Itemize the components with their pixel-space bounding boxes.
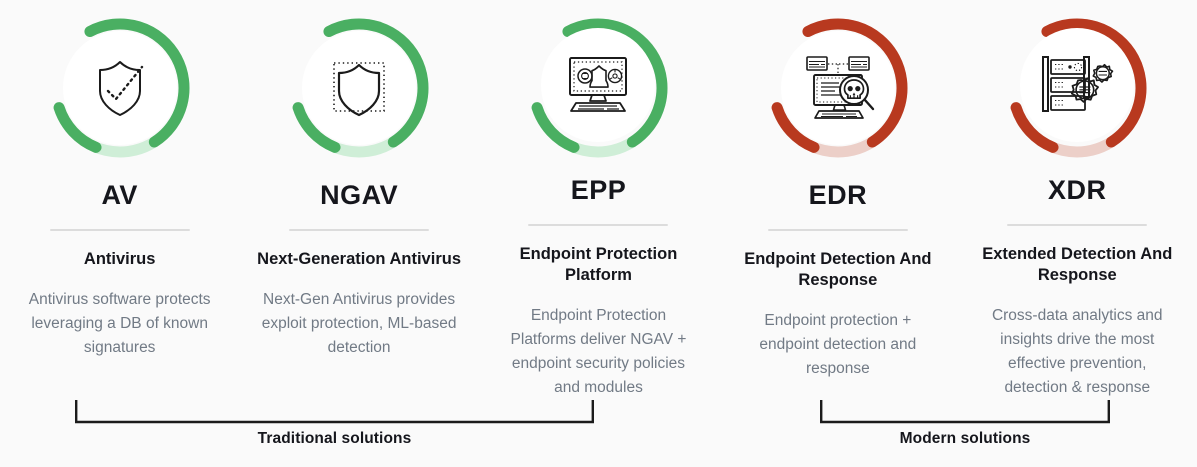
ring-wrap-epp — [522, 12, 674, 159]
acronym-av: AV — [101, 180, 138, 210]
divider-ngav — [289, 229, 430, 231]
solution-columns: AV Antivirus Antivirus software protects… — [0, 0, 1197, 400]
icon-plate-ngav — [302, 31, 417, 145]
modern-solutions-bracket: Modern solutions — [820, 400, 1110, 467]
progress-ring-xdr — [1007, 18, 1147, 158]
ring-wrap-xdr — [1001, 12, 1153, 159]
acronym-ngav: NGAV — [320, 180, 399, 210]
divider-xdr — [1007, 223, 1148, 226]
traditional-solutions-bracket: Traditional solutions — [75, 400, 594, 467]
divider-edr — [767, 229, 908, 231]
solution-column-epp[interactable]: EPP Endpoint Protection Platform Endpoin… — [479, 0, 718, 400]
fullname-xdr: Extended Detection And Response — [982, 244, 1173, 284]
acronym-xdr: XDR — [1048, 174, 1107, 205]
solution-column-av[interactable]: AV Antivirus Antivirus software protects… — [0, 0, 239, 400]
solution-column-xdr[interactable]: XDR Extended Detection And Response Cros… — [958, 0, 1197, 400]
monitor-magnifier-skull-icon — [806, 56, 875, 119]
acronym-edr: EDR — [808, 180, 868, 210]
description-ngav: Next-Gen Antivirus provides exploit prot… — [261, 291, 457, 357]
fullname-ngav: Next-Generation Antivirus — [257, 250, 461, 268]
ring-wrap-edr — [762, 12, 914, 164]
shield-check-icon — [98, 61, 143, 116]
solution-column-ngav[interactable]: NGAV Next-Generation Antivirus Next-Gen … — [239, 0, 478, 400]
description-av: Antivirus software protects leveraging a… — [28, 291, 211, 357]
ring-wrap-ngav — [283, 12, 435, 164]
ring-wrap-av — [44, 12, 196, 164]
progress-ring-av — [50, 18, 190, 158]
description-xdr: Cross-data analytics and insights drive … — [991, 306, 1163, 396]
traditional-solutions-label: Traditional solutions — [257, 430, 412, 447]
server-gears-icon — [1042, 56, 1114, 113]
divider-av — [49, 229, 190, 231]
monitor-threats-icon — [569, 57, 628, 113]
progress-ring-ngav — [289, 18, 429, 158]
modern-solutions-label: Modern solutions — [899, 430, 1031, 447]
fullname-av: Antivirus — [83, 250, 156, 268]
description-epp: Endpoint Protection Platforms deliver NG… — [510, 306, 687, 396]
bracket-shape-traditional — [75, 400, 594, 426]
progress-ring-epp — [528, 18, 668, 158]
icon-plate-epp — [541, 28, 656, 143]
divider-epp — [528, 223, 669, 226]
description-edr: Endpoint protection + endpoint detection… — [759, 312, 917, 378]
fullname-epp: Endpoint Protection Platform — [519, 244, 678, 284]
progress-ring-edr — [768, 18, 908, 158]
icon-plate-av — [62, 31, 177, 145]
shield-dotted-icon — [333, 62, 385, 117]
solution-column-edr[interactable]: EDR Endpoint Detection And Response Endp… — [718, 0, 957, 400]
fullname-edr: Endpoint Detection And Response — [744, 250, 932, 290]
icon-plate-xdr — [1020, 28, 1135, 143]
bracket-shape-modern — [820, 400, 1110, 426]
icon-plate-edr — [780, 31, 895, 145]
acronym-epp: EPP — [570, 174, 627, 205]
